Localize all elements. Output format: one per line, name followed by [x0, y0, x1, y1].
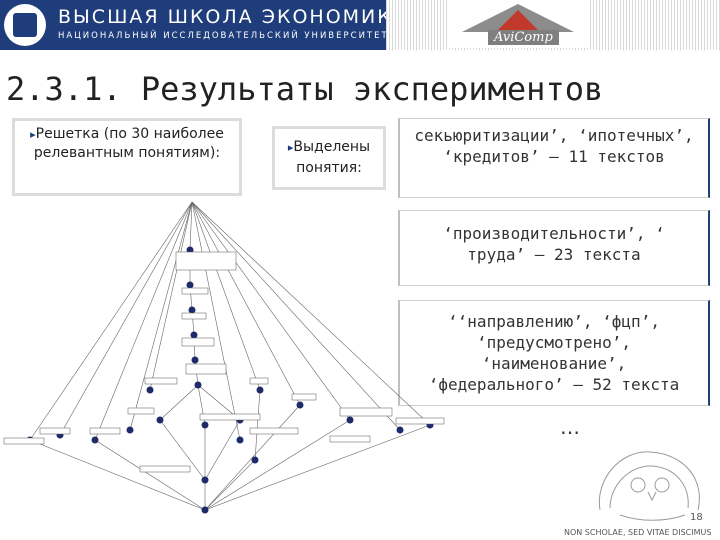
ellipsis: …	[560, 415, 581, 439]
motto: NON SCHOLAE, SED VITAE DISCIMUS	[564, 528, 712, 537]
concept-box-1: секьюритизации’, ‘ипотечных’, ‘кредитов’…	[398, 118, 710, 198]
concept-text-2: ‘производительности’, ‘ труда’ – 23 текс…	[443, 224, 665, 264]
org-title: ВЫСШАЯ ШКОЛА ЭКОНОМИКИ	[58, 6, 409, 28]
concept-lattice-diagram	[3, 201, 445, 514]
partner-logo-text: AviComp	[488, 30, 559, 45]
lattice-caption-box: ▸Решетка (по 30 наиболее релевантным пон…	[12, 118, 242, 196]
slide-title: 2.3.1. Результаты экспериментов	[6, 70, 604, 108]
concept-text-3: ‘‘направлению’, ‘фцп’, ‘предусмотрено’, …	[428, 312, 680, 394]
header-band: ВЫСШАЯ ШКОЛА ЭКОНОМИКИ НАЦИОНАЛЬНЫЙ ИССЛ…	[0, 0, 720, 52]
avicomp-logo: AviComp	[448, 0, 590, 48]
concept-text-1: секьюритизации’, ‘ипотечных’, ‘кредитов’…	[414, 126, 694, 166]
hse-logo	[4, 4, 46, 46]
bullet-arrow-icon: ▸	[287, 141, 294, 154]
concepts-caption-box: ▸Выделены понятия:	[272, 126, 386, 190]
concept-box-2: ‘производительности’, ‘ труда’ – 23 текс…	[398, 210, 710, 286]
owl-illustration	[598, 451, 700, 521]
concepts-caption-text: Выделены понятия:	[293, 139, 371, 176]
hse-banner: ВЫСШАЯ ШКОЛА ЭКОНОМИКИ НАЦИОНАЛЬНЫЙ ИССЛ…	[0, 0, 407, 50]
bullet-arrow-icon: ▸	[30, 128, 36, 141]
lattice-caption-text: Решетка (по 30 наиболее релевантным поня…	[33, 126, 224, 161]
org-subtitle: НАЦИОНАЛЬНЫЙ ИССЛЕДОВАТЕЛЬСКИЙ УНИВЕРСИТ…	[58, 31, 389, 41]
page-number: 18	[690, 512, 703, 523]
concept-box-3: ‘‘направлению’, ‘фцп’, ‘предусмотрено’, …	[398, 300, 710, 406]
